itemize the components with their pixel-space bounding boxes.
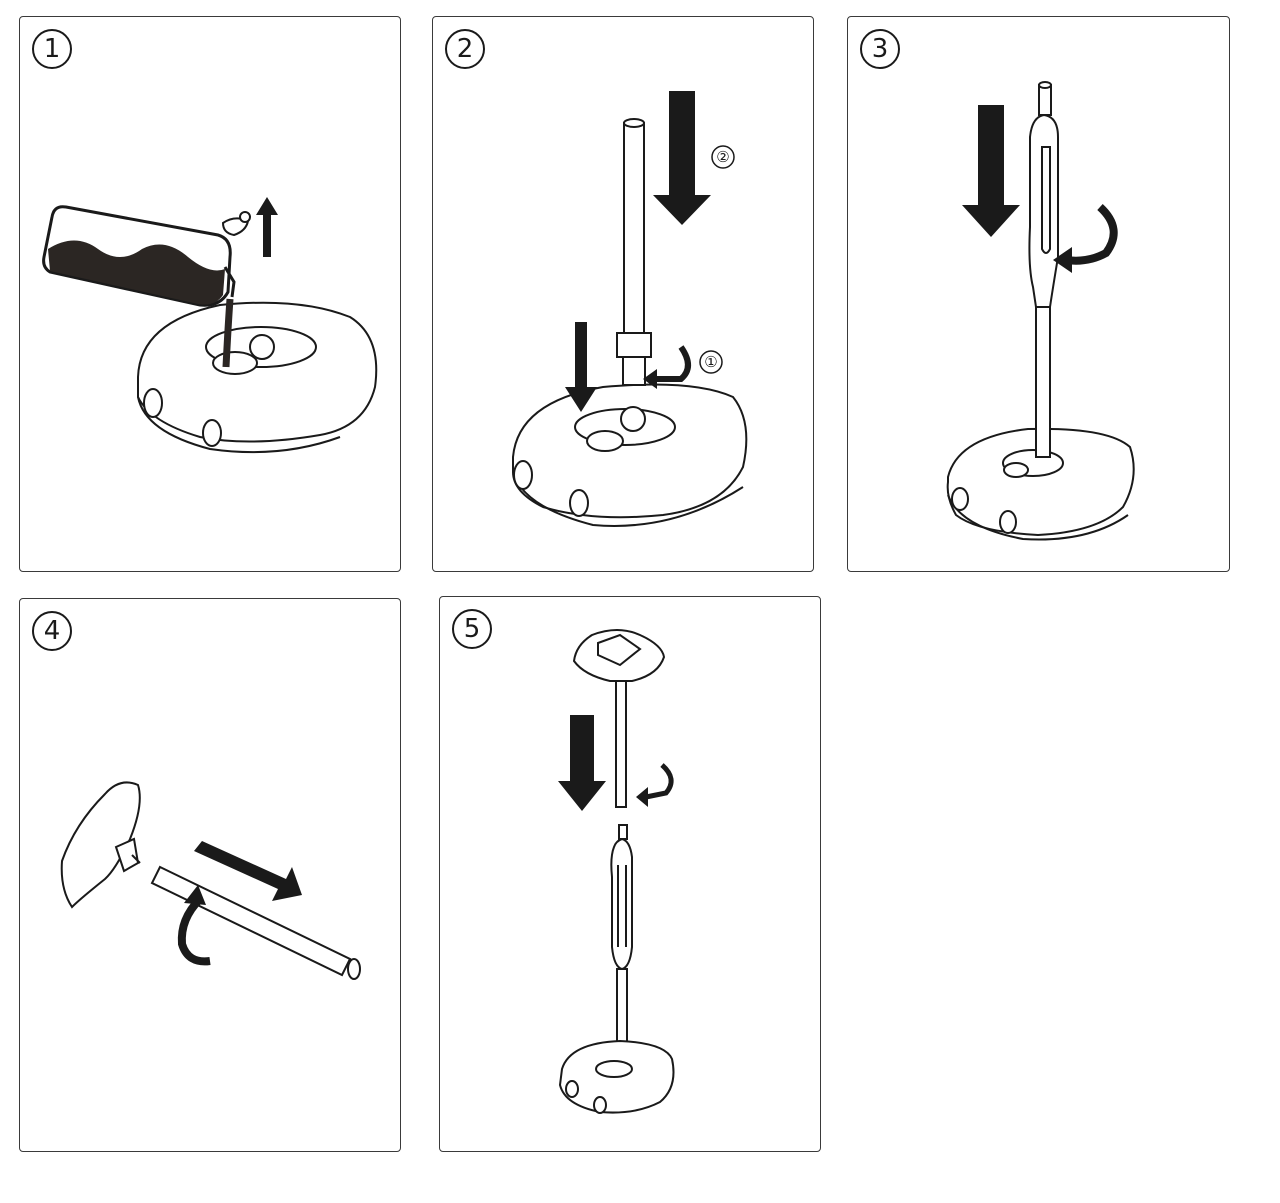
step-number-badge: 1 xyxy=(32,29,72,69)
sub-step-badge xyxy=(711,145,735,169)
step-2-panel: 2 ② ① xyxy=(432,16,814,572)
fan-base xyxy=(946,427,1135,541)
right-arrow-icon xyxy=(194,841,302,901)
sub-step-badge xyxy=(699,350,723,374)
cap-icon xyxy=(221,211,251,237)
step-number-badge: 2 xyxy=(445,29,485,69)
down-arrow-icon xyxy=(558,715,606,811)
step-4-panel: 4 xyxy=(19,598,401,1152)
step-1-panel: 1 xyxy=(19,16,401,572)
final-assembly-illustration xyxy=(558,629,675,1114)
down-arrow-icon xyxy=(565,322,597,412)
water-bottle xyxy=(42,205,236,307)
rotate-arrow-icon xyxy=(177,896,211,966)
step-3-panel: 3 xyxy=(847,16,1230,572)
rotate-arrow-icon xyxy=(645,763,674,800)
down-arrow-icon xyxy=(653,91,711,225)
water-stream xyxy=(222,298,234,368)
rotate-arrow-icon xyxy=(651,345,691,382)
down-arrow-icon xyxy=(962,105,1020,237)
sub-step-label: ① xyxy=(704,353,717,371)
fan-base xyxy=(512,383,748,527)
step-5-panel: 5 xyxy=(439,596,821,1152)
attach-upper-pole-illustration xyxy=(946,81,1135,541)
lower-pole xyxy=(616,118,652,386)
mount-plate xyxy=(572,629,666,808)
fan-base xyxy=(137,301,378,454)
fan-base xyxy=(558,1039,675,1114)
fill-base-illustration xyxy=(42,197,378,454)
attach-mount-illustration xyxy=(60,781,361,980)
sub-step-label: ② xyxy=(716,148,729,166)
step-number-badge: 5 xyxy=(452,609,492,649)
up-arrow-icon xyxy=(256,197,278,257)
step-number-badge: 4 xyxy=(32,611,72,651)
assembled-pole xyxy=(610,824,633,1070)
rotate-arrow-icon xyxy=(1065,204,1118,265)
mount-plate xyxy=(60,781,141,909)
upper-pole xyxy=(1028,81,1059,458)
insert-pole-illustration: ② ① xyxy=(512,91,748,527)
step-number-badge: 3 xyxy=(860,29,900,69)
